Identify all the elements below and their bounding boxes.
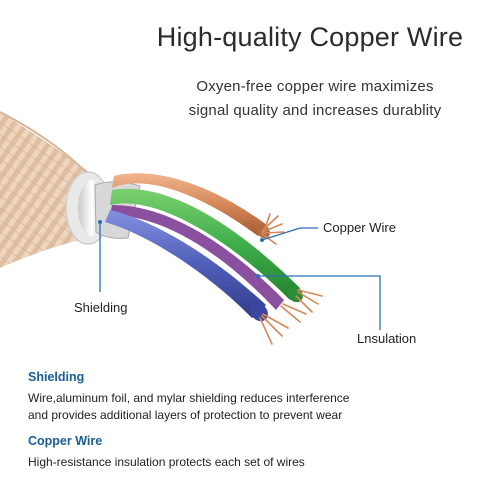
- copper-wire-line-1: High-resistance insulation protects each…: [28, 455, 305, 469]
- callout-line-copper: [261, 227, 318, 241]
- copper-wire-heading: Copper Wire: [28, 434, 103, 448]
- copper-wire-section: Copper Wire High-resistance insulation p…: [28, 434, 490, 471]
- page-title: High-quality Copper Wire: [156, 22, 464, 52]
- callout-line-insulation: [258, 275, 381, 330]
- shielding-label: Shielding: [74, 300, 128, 315]
- shielding-description: Wire,aluminum foil, and mylar shielding …: [28, 390, 490, 424]
- shielding-line-2: and provides additional layers of protec…: [28, 408, 343, 422]
- copper-wire-label: Copper Wire: [323, 220, 396, 235]
- copper-wire-description: High-resistance insulation protects each…: [28, 454, 490, 471]
- copper-bundle: [112, 173, 268, 236]
- shielding-heading: Shielding: [28, 370, 85, 384]
- subtitle-line-1: Oxyen-free copper wire maximizes: [196, 78, 434, 95]
- shielding-line-1: Wire,aluminum foil, and mylar shielding …: [28, 391, 350, 405]
- blue-wire: [105, 210, 266, 318]
- subtitle-line-2: signal quality and increases durablity: [188, 102, 442, 119]
- shielding-section: Shielding Wire,aluminum foil, and mylar …: [28, 370, 490, 424]
- cable-cross-section-illustration: [0, 111, 381, 345]
- insulation-label: Lnsulation: [357, 331, 417, 346]
- green-wire: [110, 188, 300, 300]
